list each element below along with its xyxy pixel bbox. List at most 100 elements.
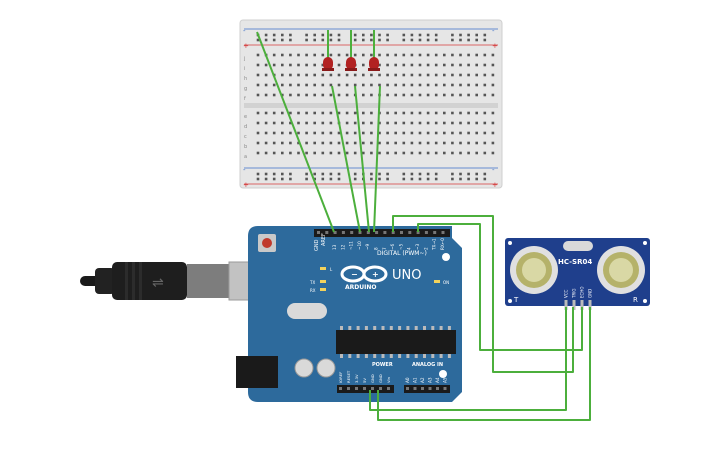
digital-pin-label: 13 — [332, 244, 337, 250]
receiver-transducer — [597, 246, 645, 294]
analog-pin-label: A4 — [435, 377, 440, 383]
svg-text:T: T — [513, 296, 519, 304]
sensor-label: HC-SR04 — [558, 258, 592, 266]
led-1[interactable] — [322, 30, 334, 71]
svg-text:f: f — [244, 96, 246, 102]
led-3[interactable] — [368, 30, 380, 71]
led-rx — [320, 288, 326, 291]
analog-pin-label: A0 — [405, 377, 410, 383]
svg-text:-: - — [492, 166, 495, 174]
analog-pin-label: A5 — [443, 377, 448, 383]
sensor-pin-label: TRIG — [572, 288, 577, 299]
power-pin-label: GND — [370, 374, 375, 383]
wire-led-2 — [354, 85, 370, 233]
svg-text:+: + — [243, 181, 249, 189]
wire-vcc — [369, 307, 567, 411]
power-jack[interactable] — [236, 356, 278, 388]
sensor-pin-label: VCC — [564, 289, 569, 298]
led-l — [320, 267, 326, 270]
usb-cable[interactable]: ⇌ — [80, 261, 260, 301]
svg-text:c: c — [244, 134, 247, 140]
svg-text:ARDUINO: ARDUINO — [345, 284, 376, 291]
wire-gnd-sensor — [377, 307, 591, 421]
breadboard-rail-signs: - + - + - + - + — [243, 27, 498, 189]
reset-button[interactable] — [258, 234, 276, 252]
svg-text:d: d — [244, 124, 247, 130]
power-pin-label: GND — [378, 374, 383, 383]
digital-pin-label: ~9 — [365, 243, 370, 250]
power-pin-label: RESET — [346, 370, 351, 383]
digital-pin-label: TX→1 — [432, 238, 437, 251]
wires — [256, 31, 591, 421]
wire-led-1 — [331, 85, 361, 233]
wire-gnd — [256, 31, 335, 233]
digital-pin-label: 4 — [407, 247, 412, 250]
sensor-pin — [572, 300, 576, 310]
wire-led-3 — [373, 85, 381, 233]
power-pin-label: Vin — [386, 376, 391, 383]
digital-pin-label: ~5 — [398, 243, 403, 250]
transmitter-transducer — [510, 246, 558, 294]
led-2[interactable] — [345, 30, 357, 71]
sensor-pin-label: ECHO — [580, 287, 585, 298]
digital-pin-label: RX←0 — [440, 238, 445, 250]
svg-text:L: L — [330, 267, 333, 272]
sensor-pin — [588, 300, 592, 310]
atmega-chip — [336, 326, 456, 358]
sensor-pin-label: GND — [588, 289, 593, 298]
power-pin-label: IOREF — [338, 372, 343, 383]
arduino-logo: − + ARDUINO — [340, 265, 388, 291]
svg-text:+: + — [492, 181, 498, 189]
led-on — [434, 280, 440, 283]
digital-pin-label: ~10 — [357, 241, 362, 250]
model-label: UNO — [392, 268, 421, 283]
svg-text:+: + — [372, 270, 379, 279]
analog-pin-label: A2 — [420, 377, 425, 383]
svg-text:-: - — [492, 27, 495, 35]
wire-trig — [392, 215, 574, 373]
power-pin-label: 3.3V — [354, 374, 359, 383]
svg-text:g: g — [244, 86, 247, 92]
svg-text:−: − — [351, 270, 358, 279]
analog-pin-label: A1 — [413, 377, 418, 383]
power-pin-label: 5V — [362, 378, 367, 383]
analog-header-label: ANALOG IN — [412, 362, 443, 368]
svg-text:i: i — [244, 66, 245, 72]
analog-pin-label: A3 — [428, 377, 433, 383]
svg-text:-: - — [243, 27, 246, 35]
svg-text:AREF: AREF — [321, 233, 327, 246]
sensor-pin — [580, 300, 584, 310]
crystal-oscillator — [287, 303, 327, 319]
sensor-pins — [564, 300, 592, 310]
digital-pin-label: 12 — [340, 244, 345, 250]
mount-hole — [439, 370, 447, 378]
sensor-crystal — [563, 241, 593, 251]
bottom-header-pins — [339, 387, 447, 390]
mount-hole — [442, 253, 450, 261]
usb-icon: ⇌ — [152, 275, 164, 291]
digital-header-label: DIGITAL (PWM~) — [377, 250, 427, 257]
digital-pin-label: 2 — [423, 247, 428, 250]
svg-text:TX: TX — [309, 280, 315, 285]
capacitor — [294, 358, 314, 378]
digital-pin-label: 8 — [374, 247, 379, 250]
svg-text:b: b — [244, 144, 247, 150]
wire-echo — [417, 223, 583, 351]
led-tx — [320, 280, 326, 283]
svg-text:a: a — [244, 154, 247, 160]
svg-text:GND: GND — [314, 239, 320, 251]
sensor-pin — [564, 300, 568, 310]
capacitor — [316, 358, 336, 378]
digital-pin-label: ~6 — [390, 243, 395, 250]
svg-text:h: h — [244, 76, 247, 82]
digital-header — [314, 229, 450, 237]
svg-text:e: e — [244, 114, 247, 120]
svg-text:R: R — [633, 296, 638, 304]
digital-pin-label: 7 — [382, 247, 387, 250]
